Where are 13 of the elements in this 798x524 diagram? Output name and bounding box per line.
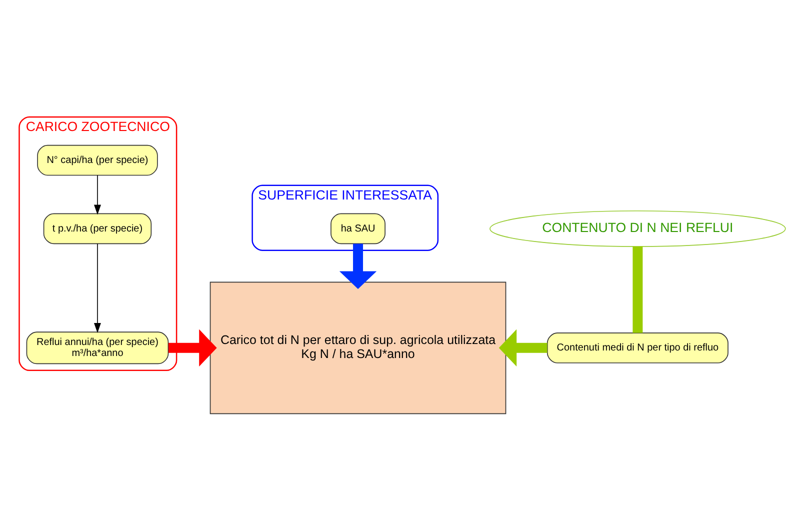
arrow bbox=[498, 329, 548, 366]
node-ellipse: CONTENUTO DI N NEI REFLUI bbox=[490, 210, 786, 247]
node-box: Contenuti medi di N per tipo di refluo bbox=[546, 332, 728, 364]
node-box: t p.v./ha (per specie) bbox=[43, 213, 152, 244]
connector bbox=[632, 246, 643, 333]
arrow bbox=[94, 243, 101, 333]
node-box: N° capi/ha (per specie) bbox=[37, 144, 158, 176]
node-box: ha SAU bbox=[330, 213, 386, 244]
arrow bbox=[339, 244, 377, 289]
arrow bbox=[94, 174, 101, 215]
node-box: Carico tot di N per ettaro di sup. agricola utilizzata Kg N / ha SAU*anno bbox=[210, 282, 506, 414]
node-box: Reflui annui/ha (per specie) m³/ha*anno bbox=[26, 332, 169, 364]
arrow bbox=[168, 329, 217, 367]
